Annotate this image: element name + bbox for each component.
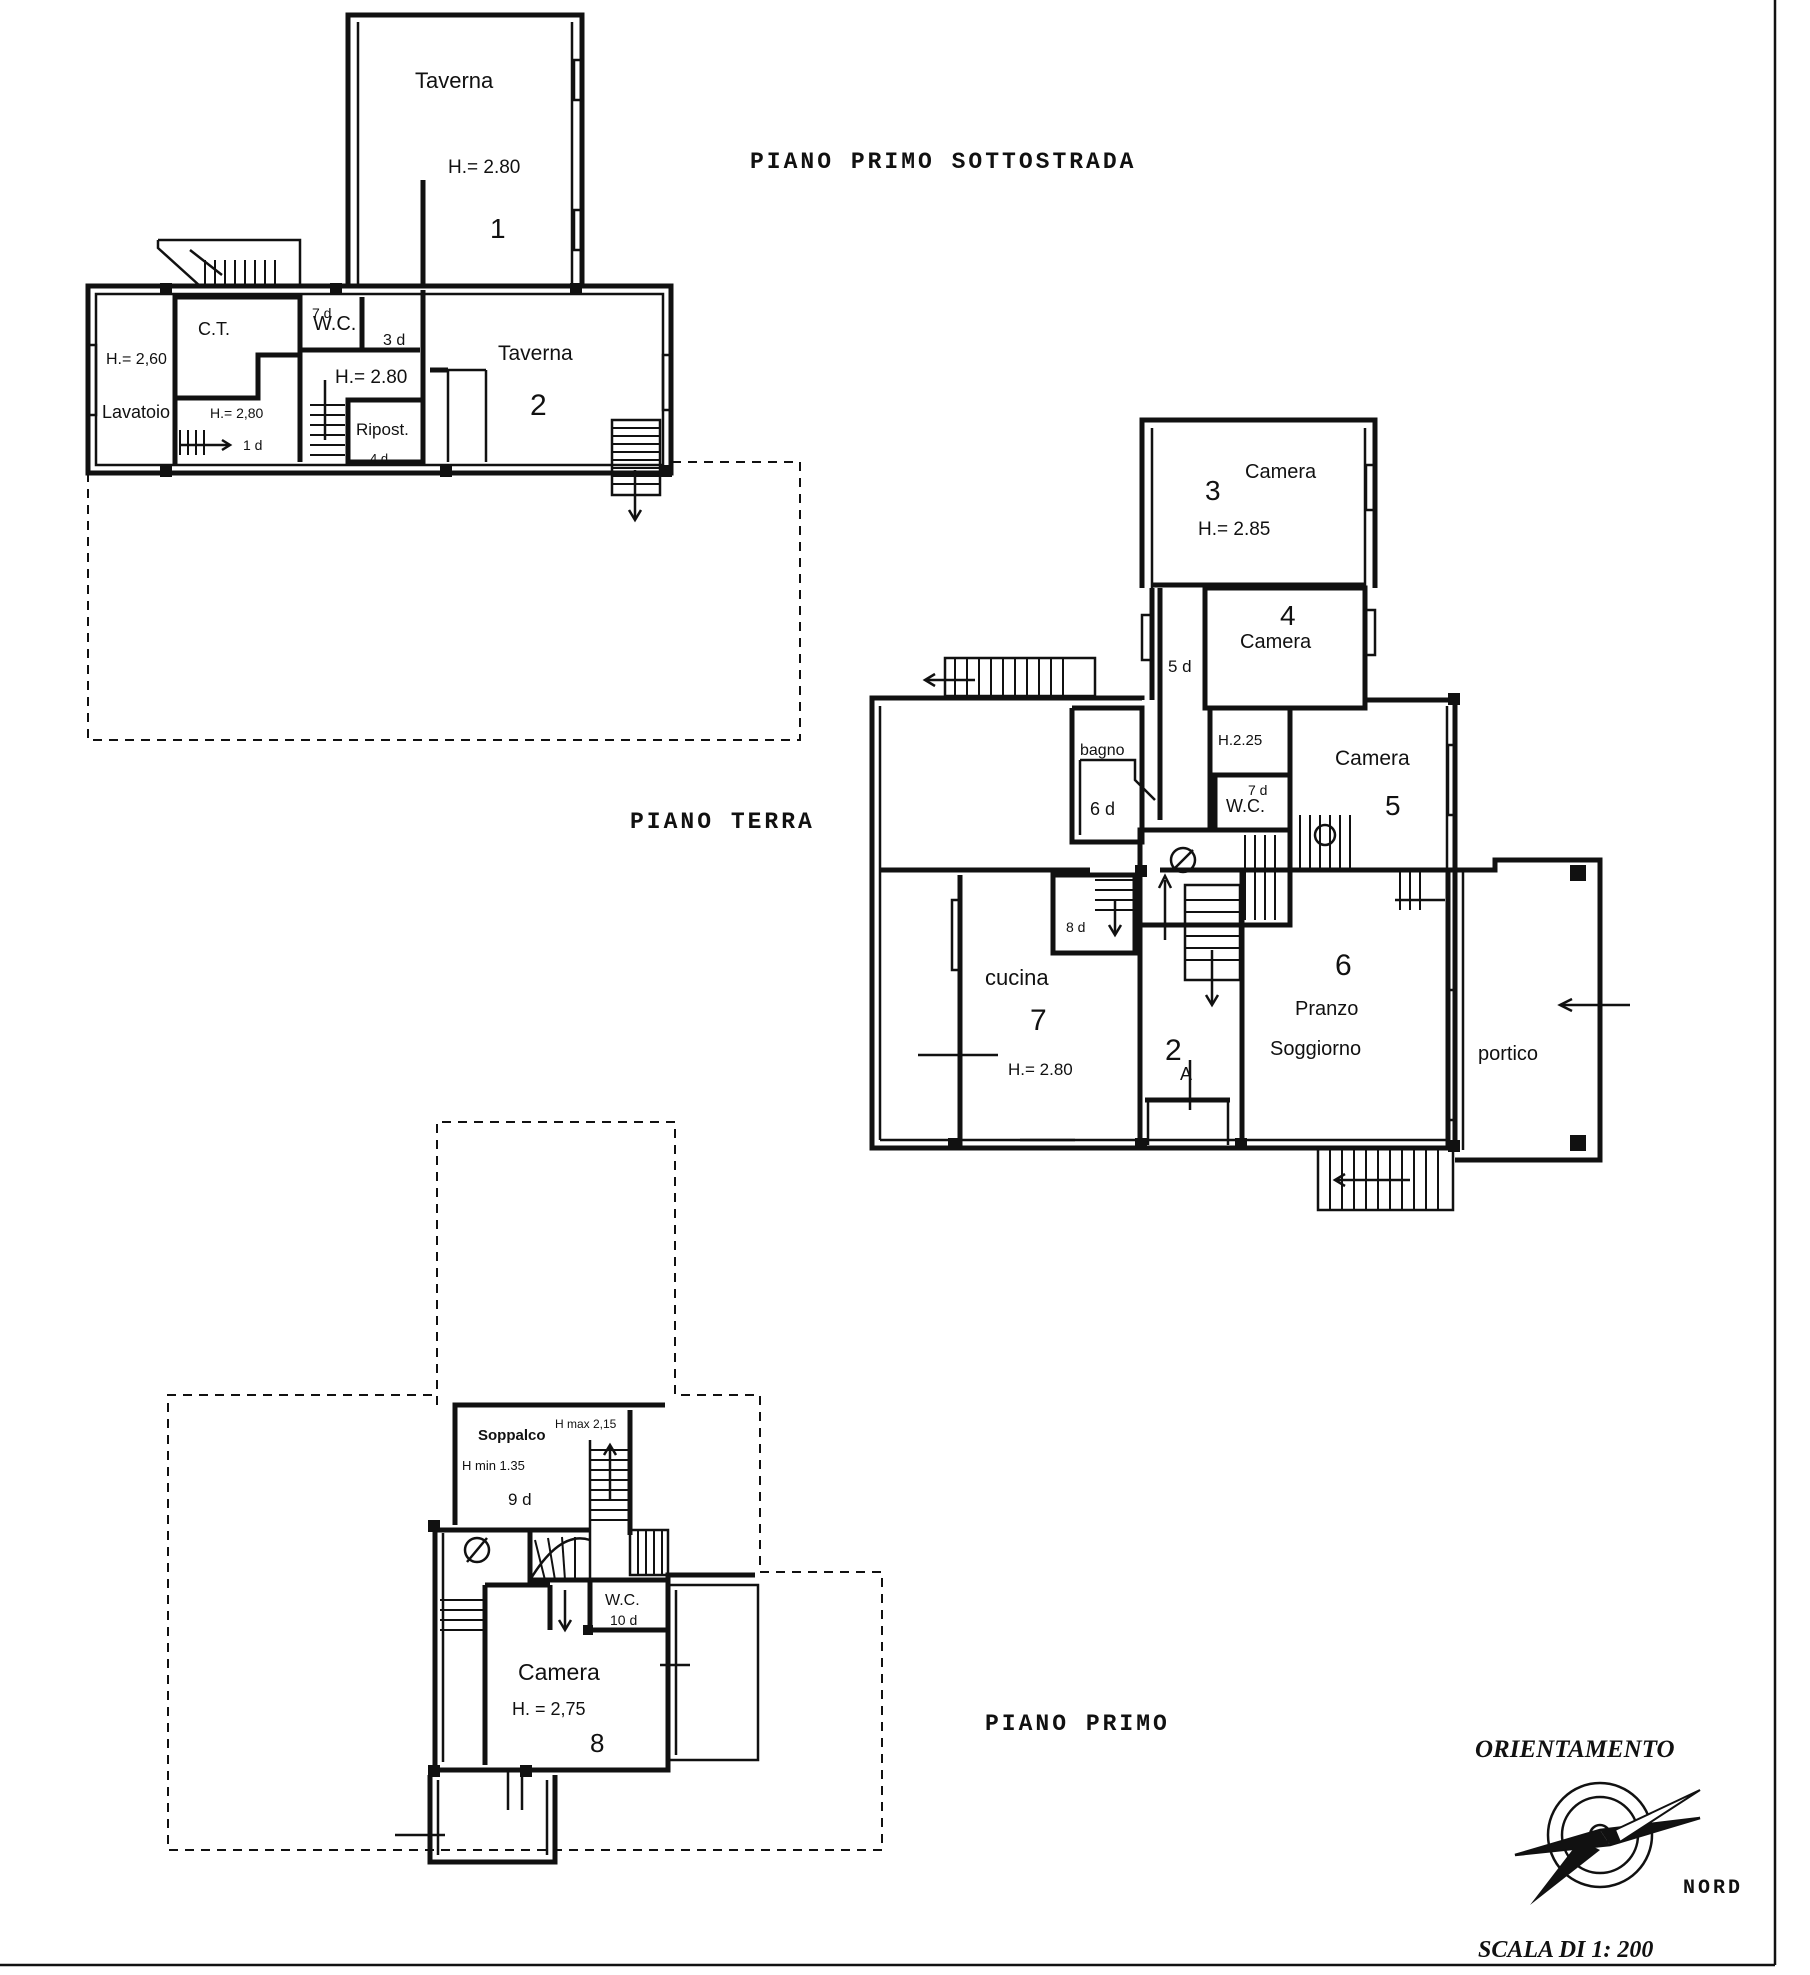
first-floor-title: PIANO PRIMO xyxy=(985,1711,1170,1737)
cucina-label: cucina xyxy=(985,965,1049,990)
bagno-label: bagno xyxy=(1080,742,1125,759)
basement-floor-plan xyxy=(85,12,801,741)
ground-area-6: 6 d xyxy=(1090,799,1115,819)
compass-rose-icon xyxy=(1514,1781,1701,1905)
pranzo-label: Pranzo xyxy=(1295,998,1358,1020)
ground-floor-title: PIANO TERRA xyxy=(630,809,815,835)
first-wc-label: W.C. xyxy=(605,1592,640,1609)
portico-label: portico xyxy=(1478,1043,1538,1065)
camera-4-label: Camera xyxy=(1240,631,1312,653)
ground-wc-area: 7 d xyxy=(1248,782,1267,798)
camera-3-number: 3 xyxy=(1205,475,1221,506)
ground-floor-plan xyxy=(869,417,1630,1212)
ground-area-8: 8 d xyxy=(1066,919,1085,935)
ingresso-number: 2 xyxy=(1165,1034,1182,1067)
basement-area-3: 3 d xyxy=(383,332,405,349)
basement-title: PIANO PRIMO SOTTOSTRADA xyxy=(750,149,1136,175)
taverna-1-height: H.= 2.80 xyxy=(448,157,520,178)
ripostiglio-label: Ripost. xyxy=(356,420,409,439)
camera-3-label: Camera xyxy=(1245,461,1317,483)
taverna-1-number: 1 xyxy=(490,213,506,244)
soppalco-hmax: H max 2,15 xyxy=(555,1417,617,1431)
taverna-2-label: Taverna xyxy=(498,342,573,365)
taverna-1-label: Taverna xyxy=(415,68,494,93)
first-floor-plan xyxy=(167,1121,883,1865)
soppalco-walls xyxy=(452,1402,665,1525)
camera-5-number: 5 xyxy=(1385,790,1401,821)
taverna-1-walls xyxy=(345,12,585,285)
corridor-height: H.= 2,80 xyxy=(210,405,264,421)
cucina-number: 7 xyxy=(1030,1004,1047,1037)
soppalco-hmin: H min 1.35 xyxy=(462,1458,525,1473)
ground-height-225: H.2.25 xyxy=(1218,732,1262,749)
basement-center-height: H.= 2.80 xyxy=(335,367,407,388)
cucina-height: H.= 2.80 xyxy=(1008,1060,1073,1079)
first-camera-number: 8 xyxy=(590,1728,604,1758)
orientation-title: ORIENTAMENTO xyxy=(1475,1736,1675,1763)
scale-label: SCALA DI 1: 200 xyxy=(1478,1937,1653,1963)
taverna-2-number: 2 xyxy=(530,389,547,422)
first-wc-area: 10 d xyxy=(610,1612,637,1628)
camera-4-number: 4 xyxy=(1280,600,1296,631)
ground-wc-label: W.C. xyxy=(1226,796,1265,816)
ground-area-5: 5 d xyxy=(1168,657,1192,676)
ripostiglio-area: 4 d xyxy=(370,451,388,466)
ct-label: C.T. xyxy=(198,319,230,339)
lavatoio-height: H.= 2,60 xyxy=(106,351,167,368)
first-camera-label: Camera xyxy=(518,1659,600,1685)
soggiorno-label: Soggiorno xyxy=(1270,1038,1361,1060)
pranzo-number: 6 xyxy=(1335,949,1352,982)
basement-area-1: 1 d xyxy=(243,437,262,453)
camera-3-walls xyxy=(1139,417,1378,588)
lavatoio-label: Lavatoio xyxy=(102,402,170,422)
first-area-9: 9 d xyxy=(508,1490,532,1509)
camera-3-height: H.= 2.85 xyxy=(1198,519,1270,540)
ingresso-area: A xyxy=(1180,1064,1192,1084)
basement-wc-area: 7 d xyxy=(312,305,331,321)
first-camera-height: H. = 2,75 xyxy=(512,1699,586,1719)
basement-wc-label: W.C. xyxy=(313,313,356,335)
north-label: NORD xyxy=(1683,1877,1743,1900)
soppalco-label: Soppalco xyxy=(478,1427,546,1444)
camera-5-label: Camera xyxy=(1335,747,1410,770)
